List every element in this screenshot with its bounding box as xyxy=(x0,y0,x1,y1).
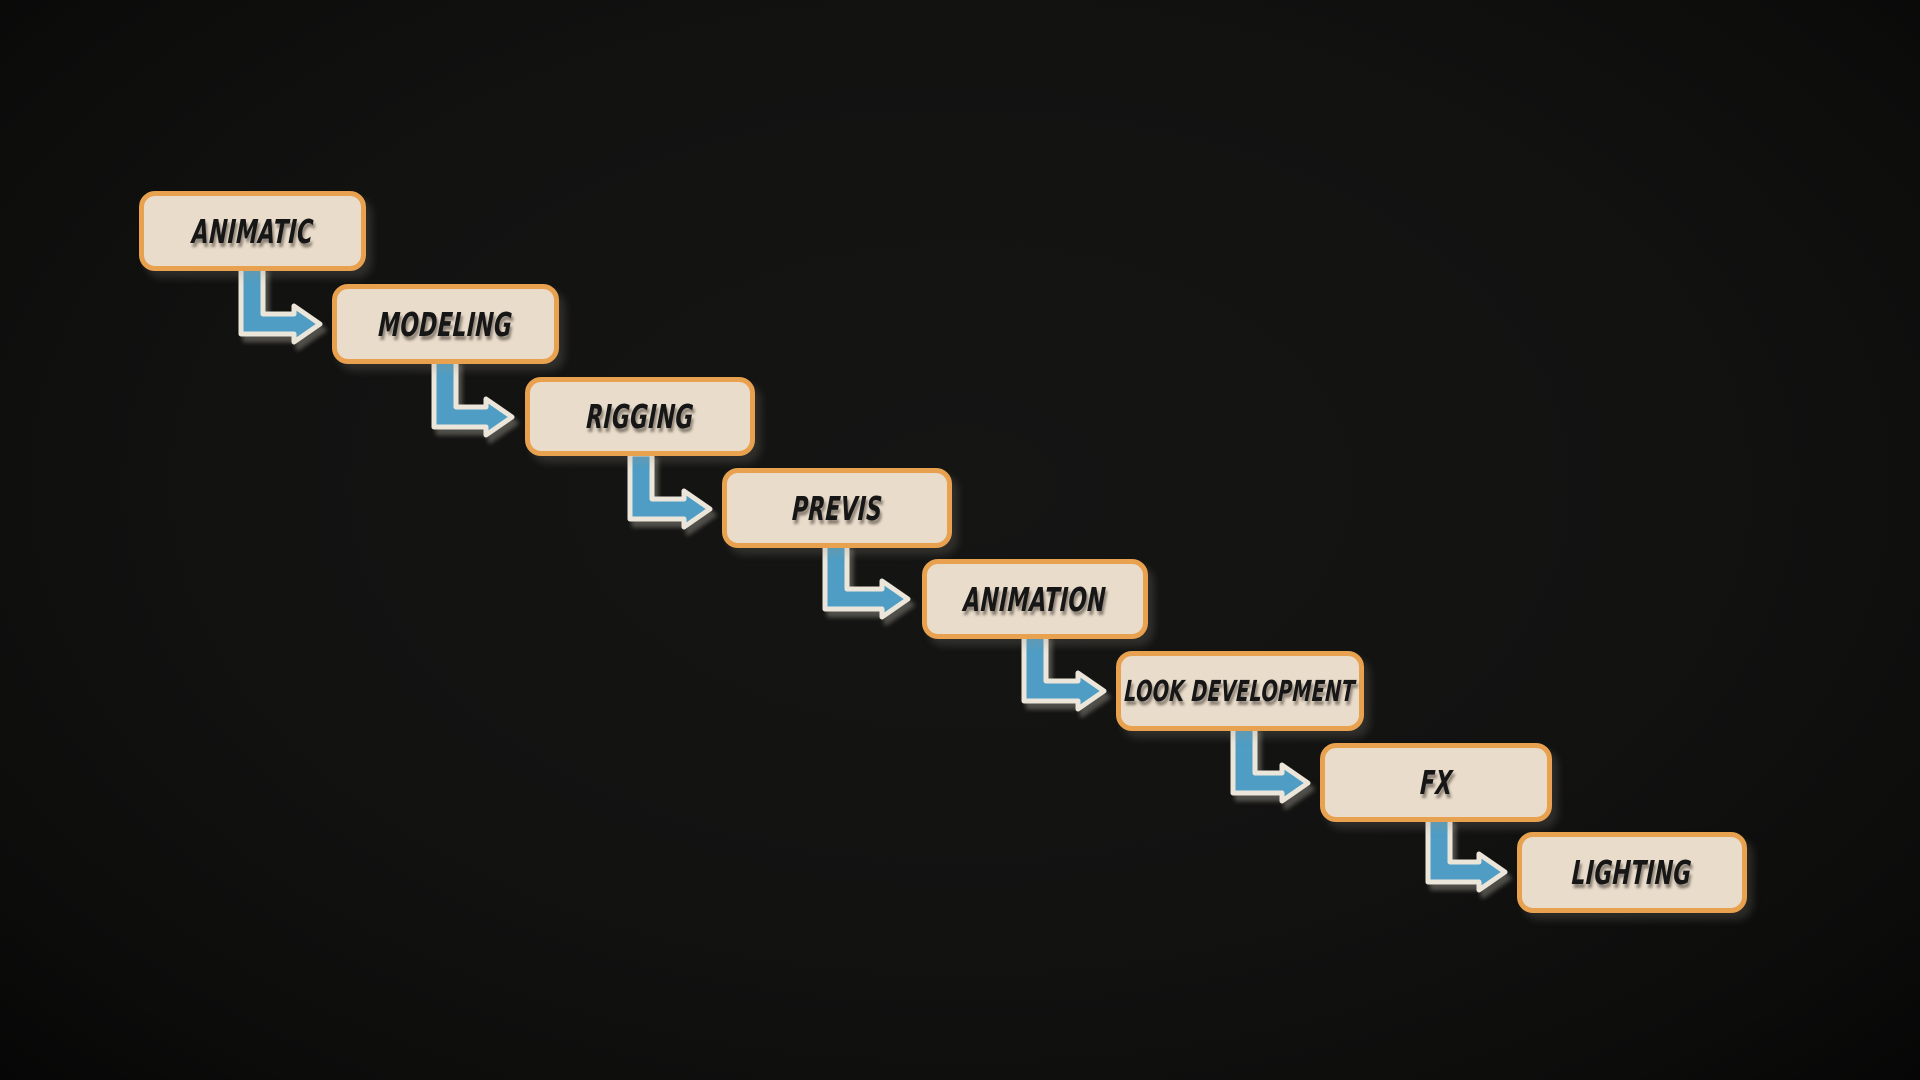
node-lighting: LIGHTING xyxy=(1517,832,1747,913)
flow-arrow-lookdev-fx xyxy=(1230,724,1311,804)
node-fx-label: FX xyxy=(1418,763,1454,802)
node-previs: PREVIS xyxy=(722,468,952,548)
node-look-development: LOOK DEVELOPMENT xyxy=(1116,651,1364,731)
flow-arrow-fx-lighting xyxy=(1425,816,1508,893)
node-rigging-label: RIGGING xyxy=(585,397,695,436)
flow-arrow-animation-lookdev xyxy=(1021,632,1107,712)
node-modeling: MODELING xyxy=(332,284,559,364)
node-animatic: ANIMATIC xyxy=(139,191,366,271)
flow-arrow-previs-animation xyxy=(822,542,911,620)
node-rigging: RIGGING xyxy=(525,377,755,456)
flow-arrow-animatic-modeling xyxy=(238,264,323,345)
node-fx: FX xyxy=(1320,743,1552,822)
flow-arrow-modeling-rigging xyxy=(431,357,515,438)
node-lighting-label: LIGHTING xyxy=(1570,853,1694,892)
node-animatic-label: ANIMATIC xyxy=(190,211,315,251)
flow-arrow-rigging-previs xyxy=(627,451,713,530)
node-animation-label: ANIMATION xyxy=(962,579,1108,619)
node-previs-label: PREVIS xyxy=(790,488,884,528)
node-animation: ANIMATION xyxy=(922,559,1148,639)
node-modeling-label: MODELING xyxy=(377,304,514,344)
node-look-development-label: LOOK DEVELOPMENT xyxy=(1123,674,1357,708)
